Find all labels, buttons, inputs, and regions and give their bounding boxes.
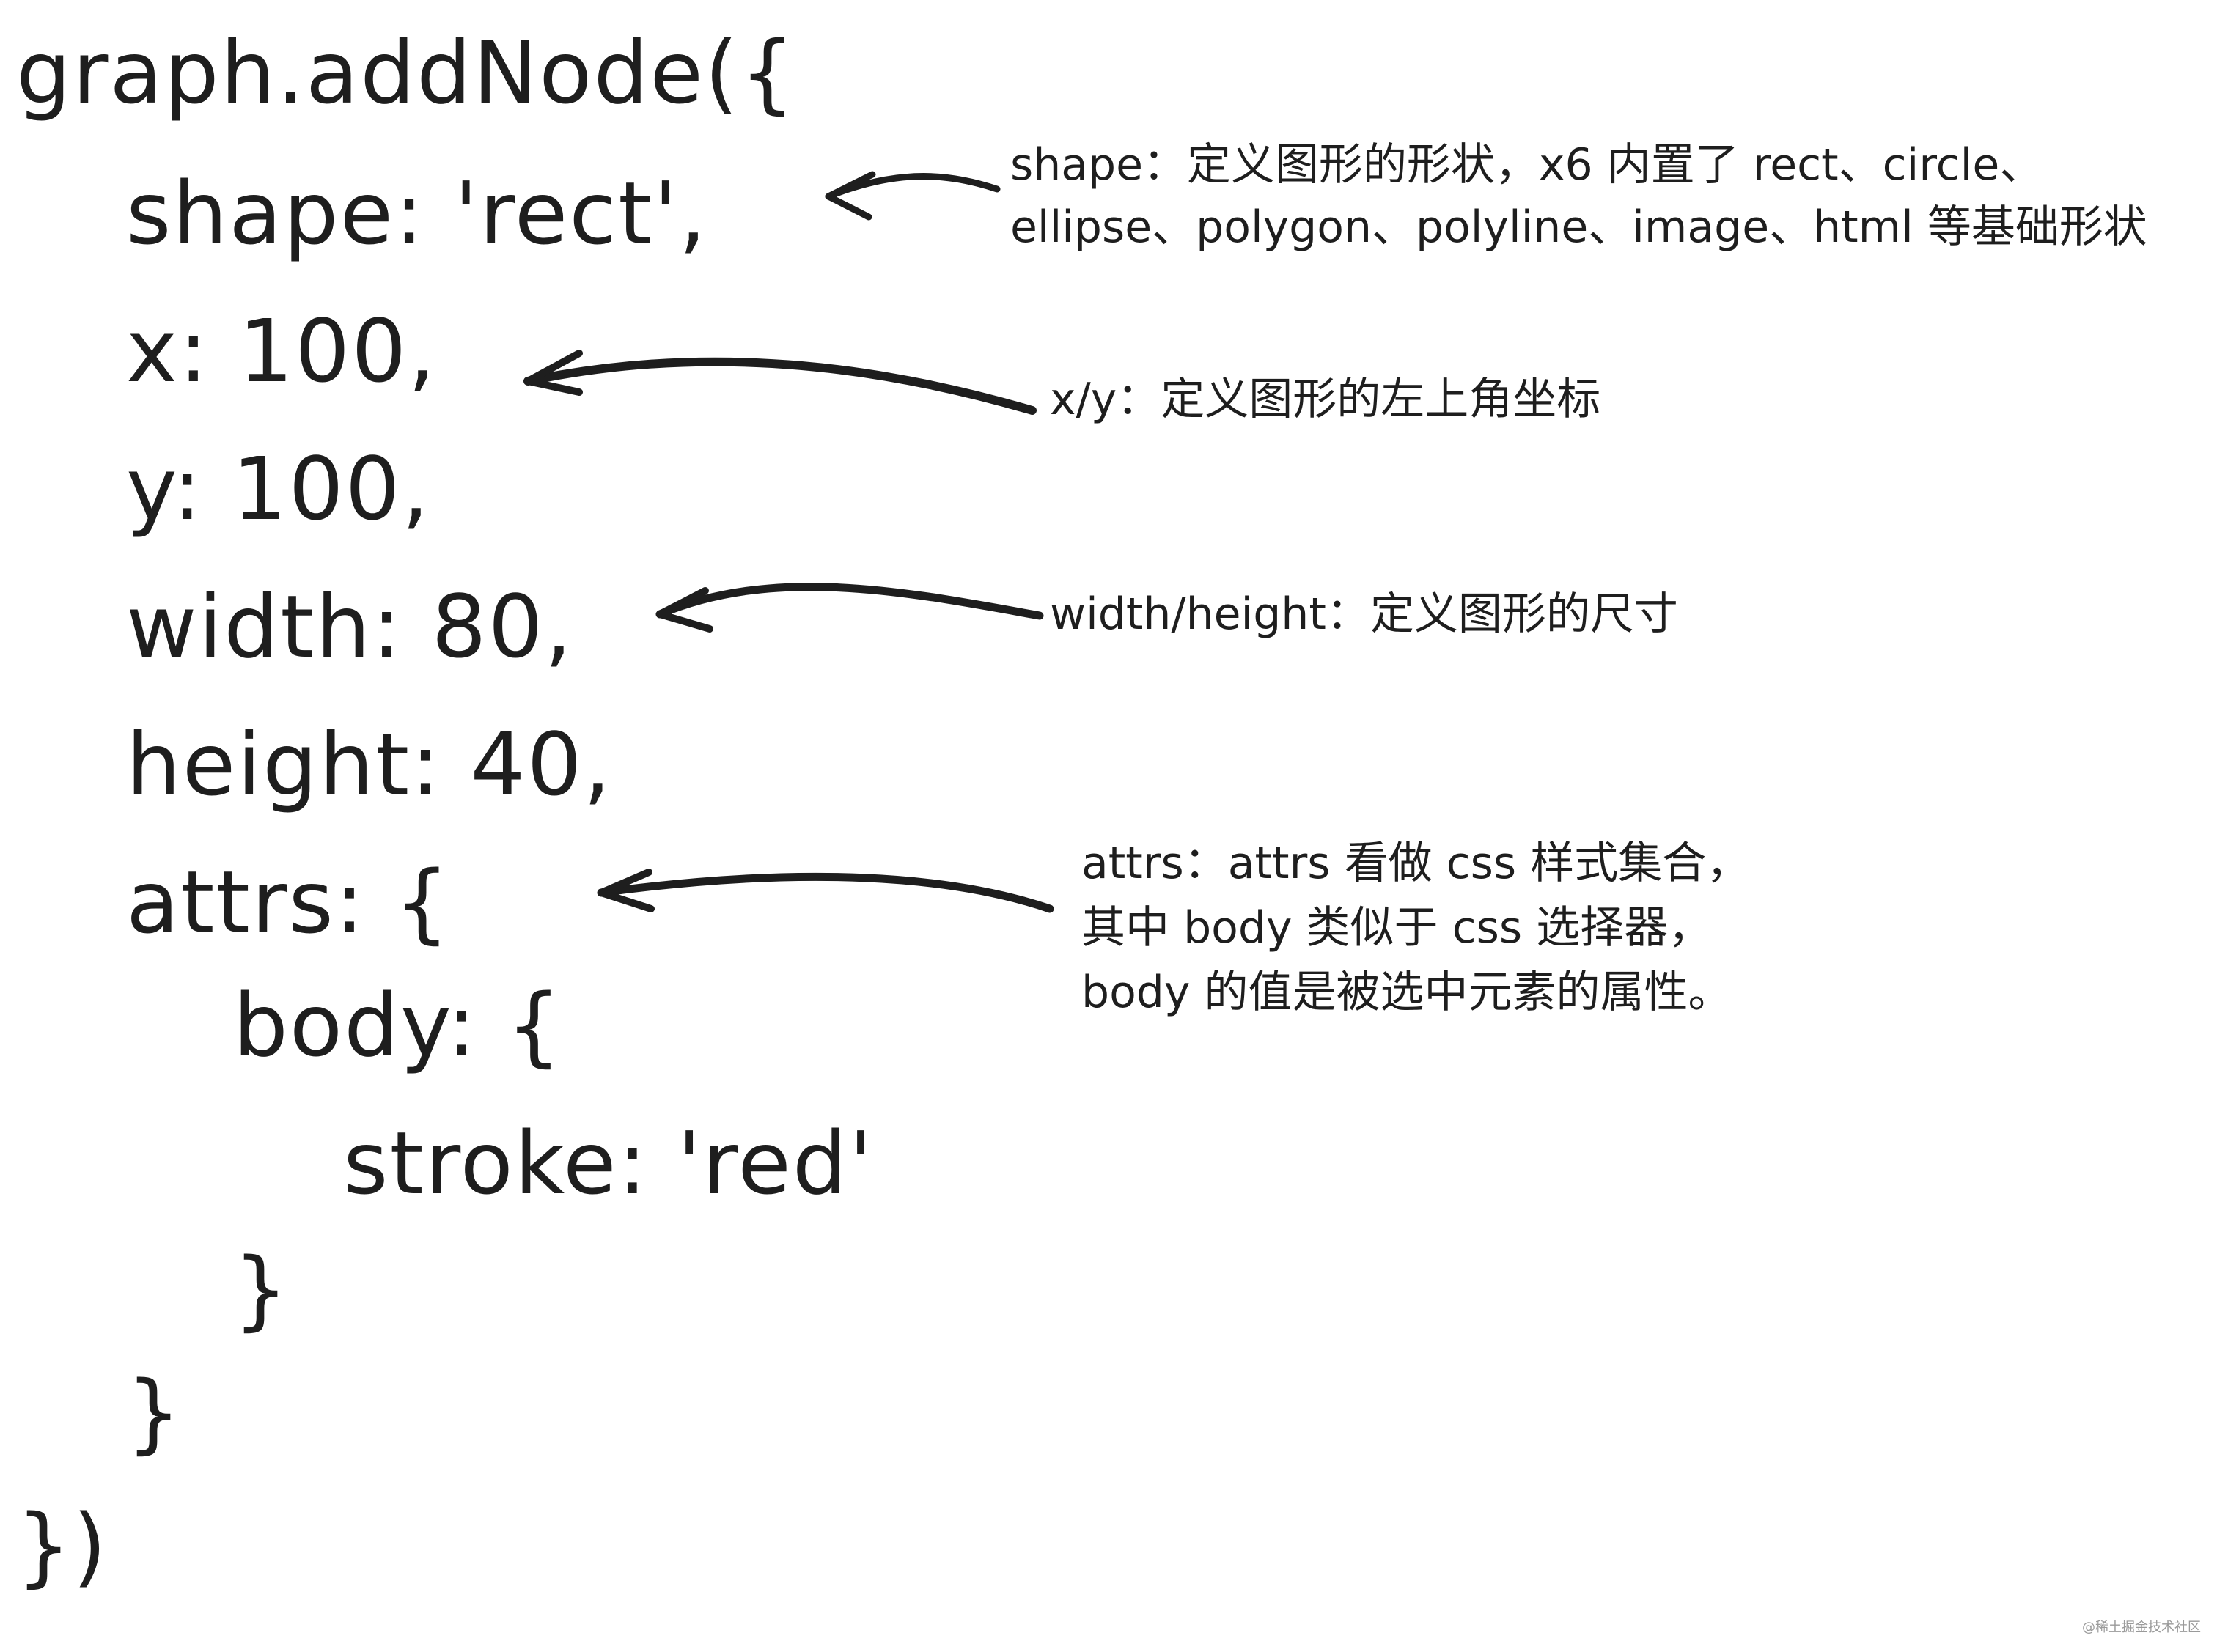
code-line: attrs: {: [126, 852, 452, 953]
code-line: graph.addNode({: [16, 22, 797, 123]
annotation-size-line: width/height：定义图形的尺寸: [1050, 589, 1678, 640]
code-line: }): [16, 1495, 109, 1596]
code-line: body: {: [233, 975, 563, 1076]
arrow-shape: [825, 171, 1001, 221]
annotation-attrs-line: attrs：attrs 看做 css 样式集合，: [1081, 838, 1751, 889]
arrow-attrs: [597, 869, 1054, 913]
code-line: stroke: 'red': [343, 1113, 875, 1214]
arrow-size: [655, 583, 1044, 633]
code-line: height: 40,: [126, 714, 613, 815]
code-line: }: [233, 1239, 290, 1340]
annotation-shape-line: ellipse、polygon、polyline、image、html 等基础形…: [1010, 202, 2147, 253]
code-line: }: [126, 1362, 183, 1463]
arrow-xy: [523, 350, 1037, 415]
annotation-attrs-line: 其中 body 类似于 css 选择器，: [1081, 902, 1713, 954]
annotation-attrs-line: body 的值是被选中元素的属性。: [1081, 967, 1732, 1018]
annotation-xy-line: x/y：定义图形的左上角坐标: [1050, 374, 1601, 425]
code-line: y: 100,: [126, 438, 431, 539]
code-line: x: 100,: [126, 300, 437, 402]
code-line: width: 80,: [126, 576, 574, 677]
watermark: @稀土掘金技术社区: [2082, 1620, 2201, 1635]
code-line: shape: 'rect',: [126, 163, 708, 264]
annotation-shape-line: shape：定义图形的形状，x6 内置了 rect、circle、: [1010, 139, 2044, 191]
